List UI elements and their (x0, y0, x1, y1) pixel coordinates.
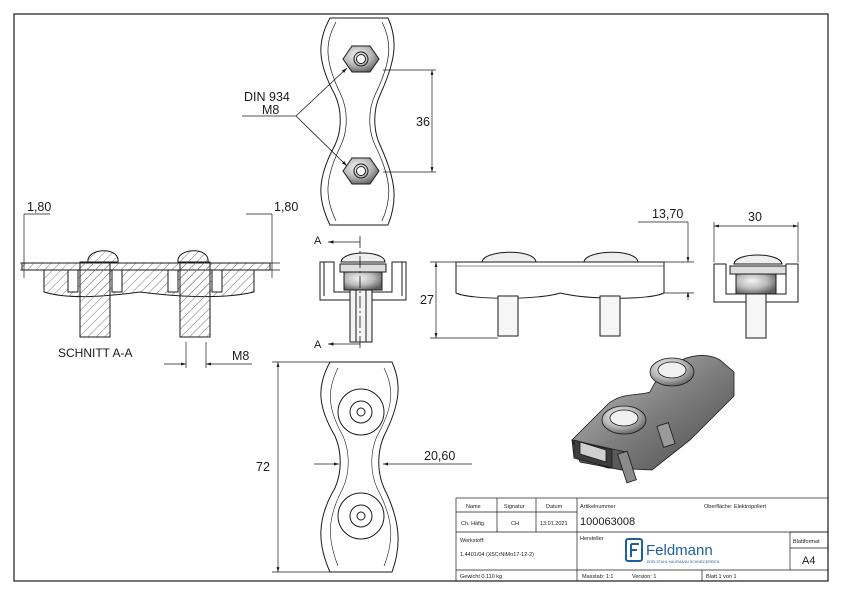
section-title: SCHNITT A-A (58, 346, 132, 360)
bolt-side-right (599, 295, 621, 337)
sheet-border (13, 13, 829, 582)
feldmann-logo: Feldmann EDELSTAHL KAUFMANN SCHNEIDEREIE… (625, 538, 720, 564)
dim-27 (430, 261, 498, 339)
dim-13-70 (638, 221, 694, 300)
front-view (319, 252, 407, 343)
top-view (320, 17, 395, 226)
tb-hersteller-hdr: Hersteller (580, 536, 604, 542)
dim-1-80-left (20, 213, 50, 278)
tb-artikel-hdr: Artikelnummer (580, 504, 616, 510)
cut-line (328, 236, 361, 348)
tb-gewicht: Gewicht 0.110 kg (460, 574, 502, 580)
dim-30 (713, 222, 799, 262)
dim-m8-label: M8 (232, 349, 249, 363)
section-mark-top: A (314, 235, 322, 247)
din-label: DIN 934 (244, 90, 290, 104)
tb-datum-hdr: Datum (546, 504, 563, 510)
dim-1-80-right (246, 213, 280, 278)
dim-m8 (164, 342, 252, 368)
dim-72-label: 72 (256, 460, 270, 474)
bolt-end (745, 293, 767, 339)
dim-1-80-left-label: 1,80 (27, 200, 51, 214)
brand-name: Feldmann (646, 542, 713, 559)
section-mark-bottom: A (314, 339, 322, 351)
end-view (713, 254, 799, 339)
dim-27-label: 27 (420, 293, 434, 307)
nut-end (735, 273, 777, 295)
dim-1-80-right-label: 1,80 (274, 200, 298, 214)
brand-sub: EDELSTAHL KAUFMANN SCHNEIDEREIEN (647, 560, 720, 564)
dim-30-label: 30 (748, 210, 762, 224)
dim-20-60-label: 20,60 (424, 449, 455, 463)
din-callout (242, 67, 348, 167)
side-view (455, 251, 665, 337)
tb-signatur-val: CH (511, 521, 519, 527)
tb-oberflaeche: Oberfläche: Elektropoliert (704, 504, 767, 510)
tb-massstab: Masstab: 1:1 (582, 574, 614, 580)
tb-datum-val: 13.01.2021 (540, 521, 568, 527)
tb-artikel-val: 100063008 (580, 516, 635, 528)
bottom-view (320, 361, 399, 573)
tb-blatt: Blatt 1 von 1 (706, 574, 737, 580)
iso-view (571, 355, 735, 484)
bolt-front (349, 289, 373, 343)
dim-36-label: 36 (416, 115, 430, 129)
section-view (21, 250, 271, 338)
dim-36 (383, 69, 436, 173)
dim-72 (272, 361, 330, 573)
tb-werkstoff-hdr: Werkstoff: (460, 538, 485, 544)
din-m8-label: M8 (262, 103, 279, 117)
title-block (455, 497, 829, 582)
tb-signatur-hdr: Signatur (504, 504, 525, 510)
dim-13-70-label: 13,70 (652, 207, 683, 221)
nut-front (343, 271, 383, 291)
tb-blattformat-hdr: Blattformat (793, 539, 820, 545)
tb-blattformat-val: A4 (802, 555, 815, 567)
tb-version: Version: 1 (632, 574, 656, 580)
tb-name-val: Ch. Häfig (461, 521, 484, 527)
tb-name-hdr: Name (466, 504, 481, 510)
bolt-side-left (497, 295, 519, 337)
tb-werkstoff-val: 1.4401/04 (X5CrNiMo17-12-2) (460, 552, 534, 558)
